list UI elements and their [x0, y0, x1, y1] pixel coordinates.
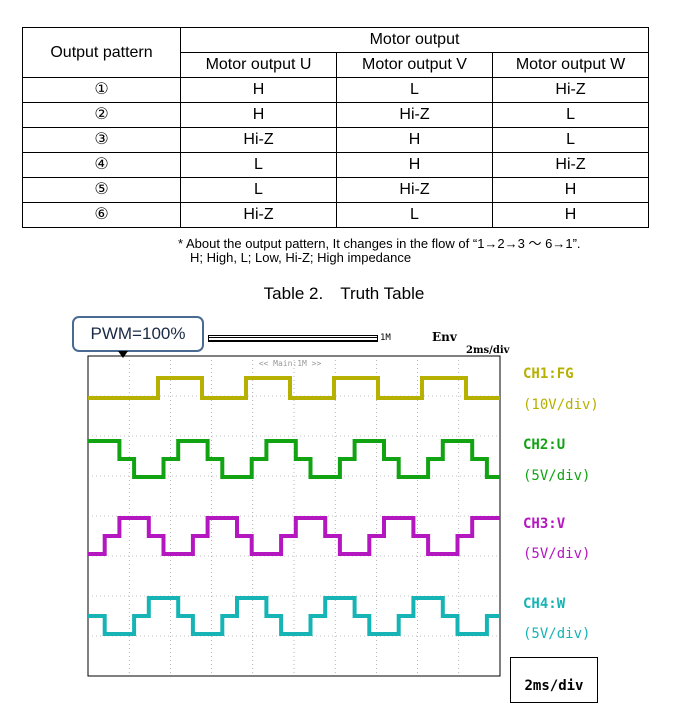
ch2-label: CH2:U [523, 437, 566, 453]
scope-center-text: << Main:1M >> [259, 359, 322, 368]
ch3-trace [88, 516, 500, 556]
ch1-trace [88, 376, 500, 400]
memory-bar [208, 335, 378, 342]
pattern-cell: ① [22, 77, 181, 103]
w-cell: Hi-Z [491, 152, 650, 178]
pattern-cell: ⑥ [22, 202, 181, 228]
ch3-label: CH3:V [523, 516, 566, 532]
pattern-cell: ③ [22, 127, 181, 153]
scope-traces [88, 376, 500, 636]
header-output-pattern: Output pattern [22, 27, 181, 78]
oscilloscope-screen: << Main:1M >> [87, 355, 501, 677]
v-cell: H [336, 152, 493, 178]
table-row: ⑤ L Hi-Z H [22, 177, 650, 203]
header-motor-output: Motor output [179, 27, 650, 53]
u-cell: H [180, 77, 337, 103]
timebase-top-label: 2ms/div [466, 345, 510, 356]
table-row: ⑥ Hi-Z L H [22, 202, 650, 228]
ch4-trace [88, 596, 500, 636]
v-cell: Hi-Z [336, 102, 493, 128]
pattern-cell: ⑤ [22, 177, 181, 203]
header-motor-output-v: Motor output V [336, 52, 493, 78]
ch4-label: CH4:W [523, 596, 566, 612]
v-cell: Hi-Z [336, 177, 493, 203]
header-motor-output-u: Motor output U [180, 52, 337, 78]
u-cell: L [180, 177, 337, 203]
pwm-callout-arrow [118, 351, 128, 358]
ch2-scale: (5V/div) [523, 468, 591, 484]
w-cell: H [491, 177, 650, 203]
u-cell: Hi-Z [180, 127, 337, 153]
memory-mark: 1M [380, 333, 391, 343]
v-cell: L [336, 202, 493, 228]
pattern-cell: ④ [22, 152, 181, 178]
timebase-box: 2ms/div [510, 657, 598, 703]
ch1-scale: (10V/div) [523, 397, 599, 413]
footnote-output-pattern: * About the output pattern, It changes i… [178, 236, 581, 251]
u-cell: H [180, 102, 337, 128]
w-cell: L [491, 102, 650, 128]
w-cell: H [491, 202, 650, 228]
footnote-legend: H; High, L; Low, Hi-Z; High impedance [190, 250, 412, 265]
header-motor-output-w: Motor output W [491, 52, 650, 78]
env-label: Env [432, 330, 457, 344]
u-cell: L [180, 152, 337, 178]
pattern-cell: ② [22, 102, 181, 128]
table-caption: Table 2. Truth Table [263, 284, 425, 303]
table-row: ④ L H Hi-Z [22, 152, 650, 178]
ch1-label: CH1:FG [523, 366, 574, 382]
u-cell: Hi-Z [180, 202, 337, 228]
ch4-scale: (5V/div) [523, 626, 591, 642]
table-row: ① H L Hi-Z [22, 77, 650, 103]
pwm-callout: PWM=100% [72, 316, 204, 352]
ch2-trace [88, 439, 500, 479]
truth-table: Output pattern Motor output Motor output… [22, 27, 650, 228]
table-row: ② H Hi-Z L [22, 102, 650, 128]
w-cell: L [491, 127, 650, 153]
v-cell: H [336, 127, 493, 153]
v-cell: L [336, 77, 493, 103]
ch3-scale: (5V/div) [523, 546, 591, 562]
table-row: ③ Hi-Z H L [22, 127, 650, 153]
w-cell: Hi-Z [491, 77, 650, 103]
